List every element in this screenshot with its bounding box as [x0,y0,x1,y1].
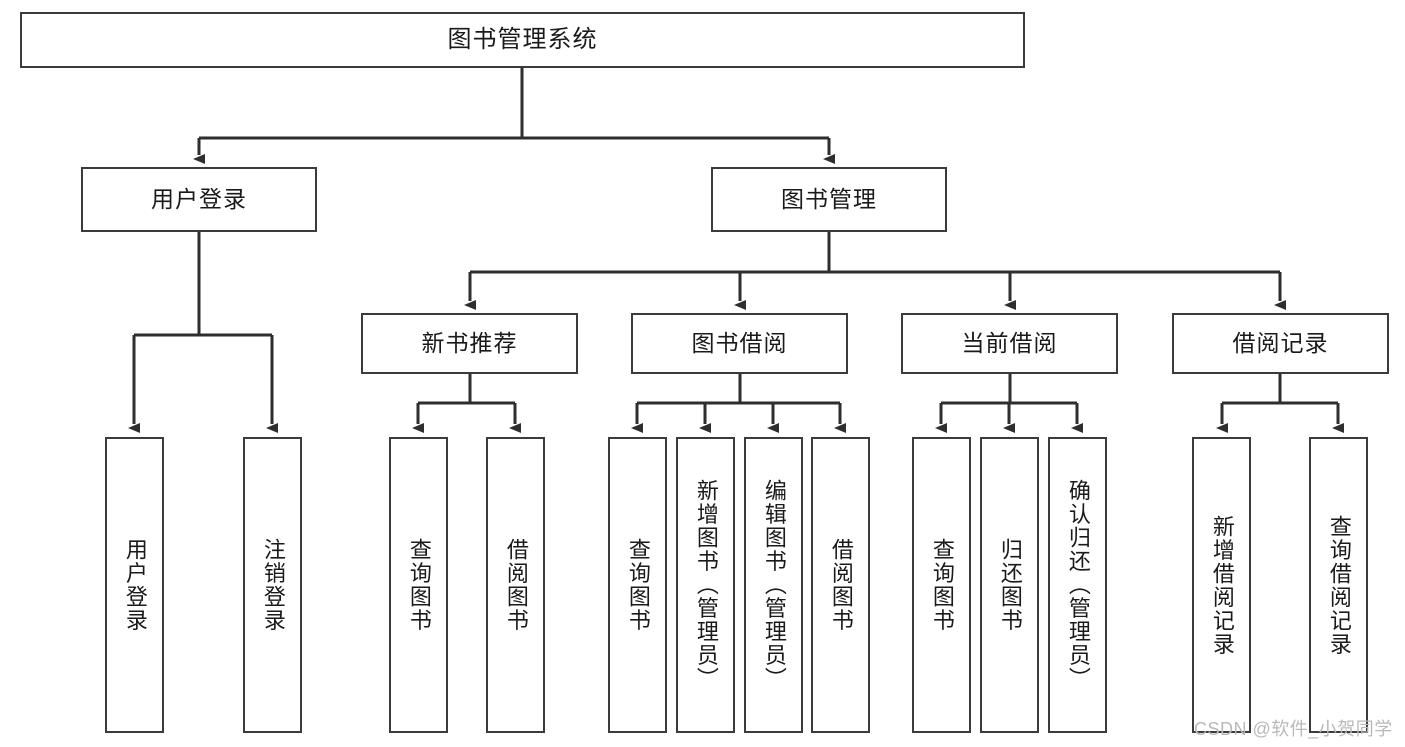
node-label: 查询借阅记录 [1326,514,1352,656]
node-label: 注销登录 [260,538,286,632]
leaf-query-borrow-record[interactable]: 查询借阅记录 [1309,437,1368,733]
node-root-system[interactable]: 图书管理系统 [20,12,1025,68]
node-book-borrow[interactable]: 图书借阅 [631,313,848,374]
csdn-watermark: CSDN @软件_小贺同学 [1194,715,1393,741]
node-current-borrow[interactable]: 当前借阅 [901,313,1118,374]
leaf-add-borrow-record[interactable]: 新增借阅记录 [1192,437,1251,733]
leaf-confirm-return-admin[interactable]: 确认归还（管理员） [1048,437,1107,733]
node-label: 用户登录 [151,185,247,212]
node-label: 新增图书（管理员） [693,479,719,691]
node-label: 查询图书 [929,538,955,632]
node-new-book-recommend[interactable]: 新书推荐 [361,313,578,374]
node-book-management-module[interactable]: 图书管理 [711,167,947,232]
node-borrow-record[interactable]: 借阅记录 [1172,313,1389,374]
leaf-user-login[interactable]: 用户登录 [105,437,164,733]
node-label: 借阅图书 [828,538,854,632]
leaf-borrow-book-newbook[interactable]: 借阅图书 [486,437,545,733]
node-label: 查询图书 [625,538,651,632]
node-label: 图书管理 [781,185,877,212]
node-label: 借阅图书 [503,538,529,632]
leaf-query-book-newbook[interactable]: 查询图书 [389,437,448,733]
node-label: 新增借阅记录 [1209,514,1235,656]
leaf-logout[interactable]: 注销登录 [243,437,302,733]
node-label: 查询图书 [406,538,432,632]
node-label: 图书管理系统 [447,25,598,53]
node-user-login-module[interactable]: 用户登录 [81,167,317,232]
node-label: 确认归还（管理员） [1065,479,1091,691]
node-label: 编辑图书（管理员） [761,479,787,691]
node-label: 当前借阅 [961,329,1058,356]
leaf-edit-book-admin[interactable]: 编辑图书（管理员） [744,437,803,733]
leaf-query-book-borrow[interactable]: 查询图书 [608,437,667,733]
node-label: 借阅记录 [1232,329,1329,356]
leaf-add-book-admin[interactable]: 新增图书（管理员） [676,437,735,733]
watermark-text: CSDN @软件_小贺同学 [1194,719,1393,739]
leaf-borrow-book[interactable]: 借阅图书 [811,437,870,733]
leaf-query-book-current[interactable]: 查询图书 [912,437,971,733]
node-label: 新书推荐 [421,329,518,356]
leaf-return-book[interactable]: 归还图书 [980,437,1039,733]
node-label: 用户登录 [122,538,148,632]
node-label: 图书借阅 [691,329,788,356]
node-label: 归还图书 [997,538,1023,632]
